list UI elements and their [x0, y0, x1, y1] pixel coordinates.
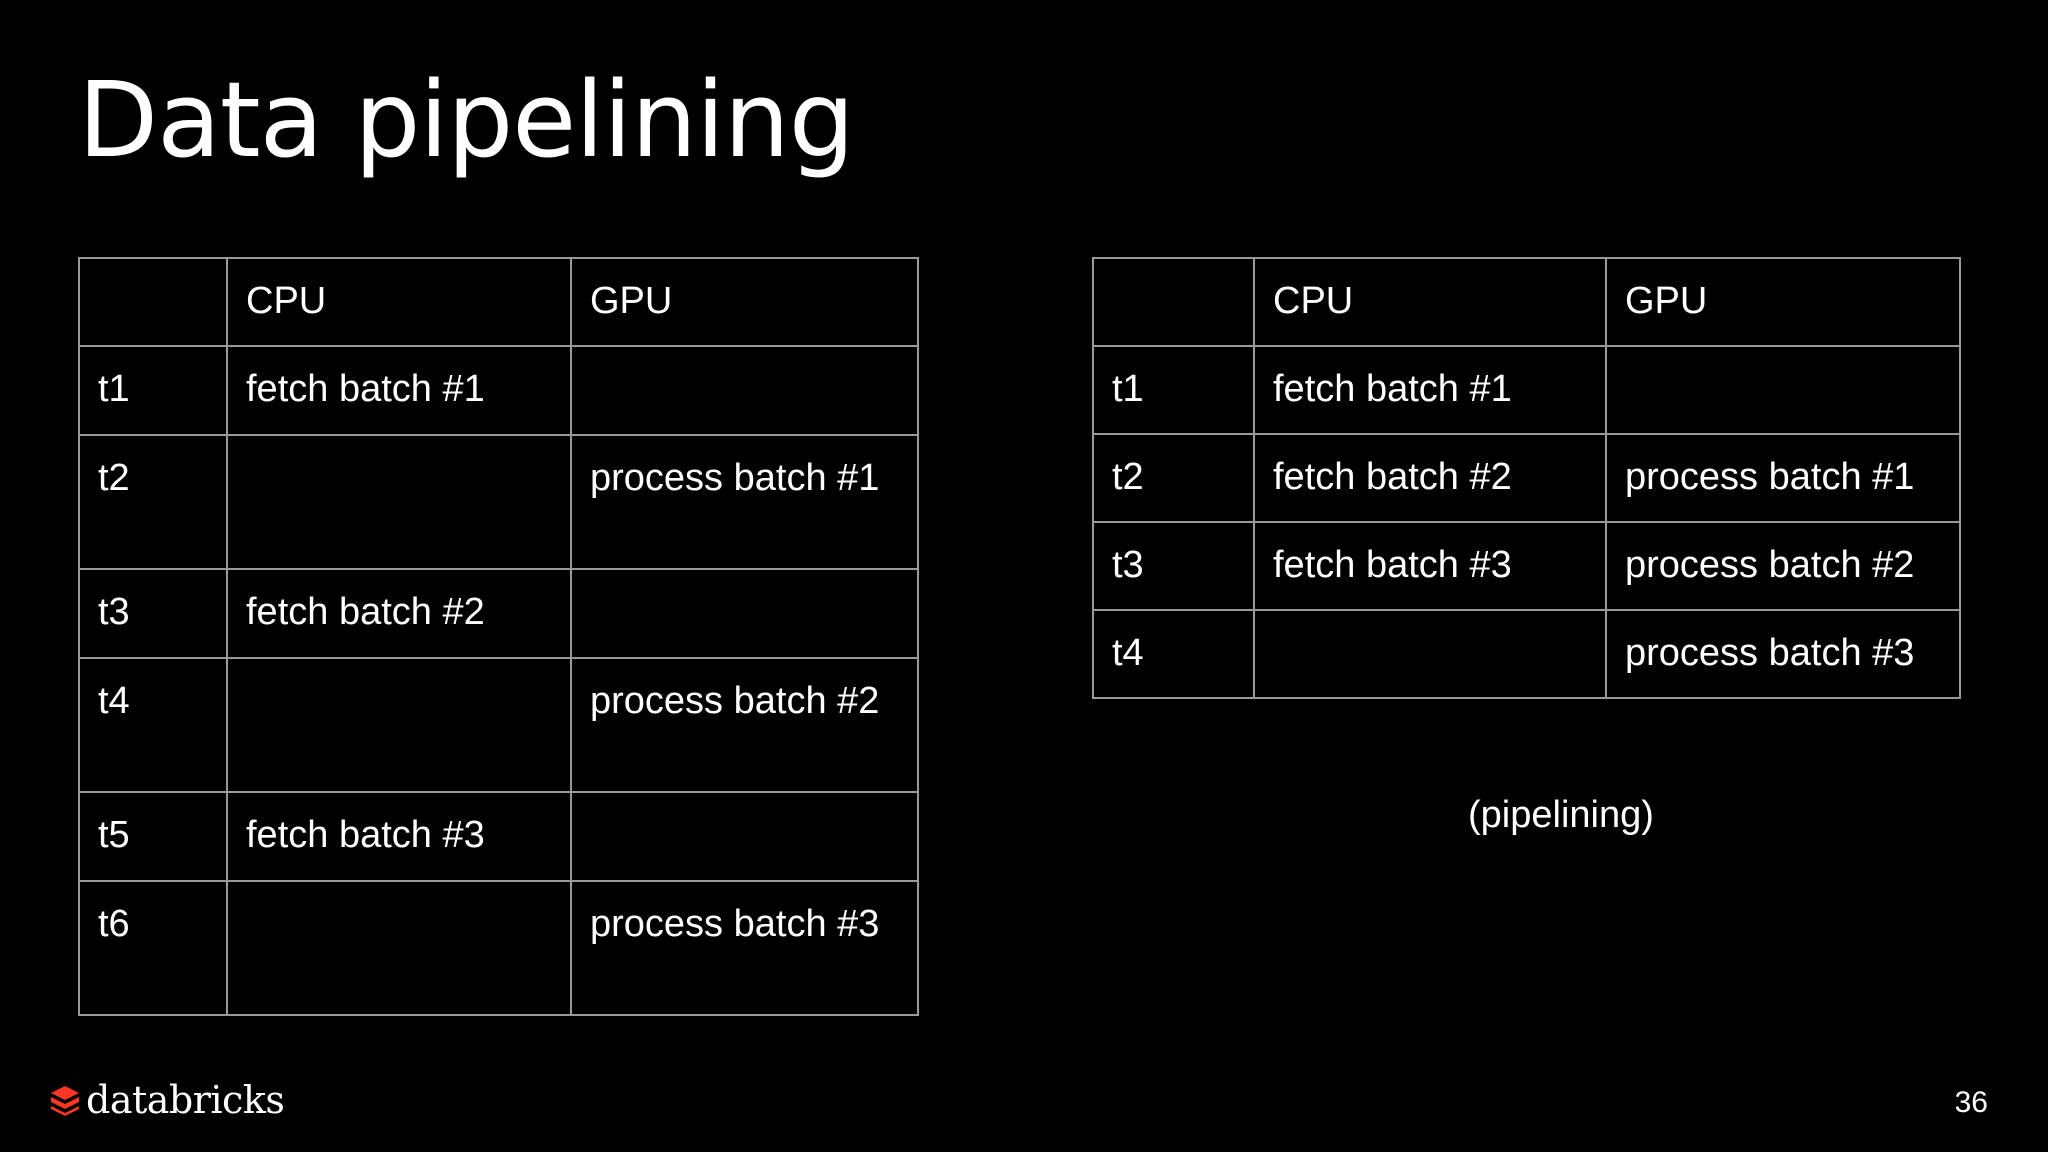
table-row: t2 process batch #1 — [78, 434, 919, 570]
databricks-mark-icon — [51, 1086, 79, 1116]
table-row: t1 fetch batch #1 — [78, 345, 919, 436]
time-cell: t4 — [1092, 609, 1255, 699]
gpu-cell — [570, 568, 919, 659]
time-cell: t2 — [1092, 433, 1255, 523]
slide-page-number: 36 — [1954, 1086, 1988, 1119]
pipelining-caption: (pipelining) — [1468, 794, 1654, 836]
gpu-cell: process batch #3 — [1605, 609, 1961, 699]
gpu-cell: process batch #2 — [570, 657, 919, 793]
table-header-row: CPU GPU — [78, 257, 919, 347]
table-row: t6 process batch #3 — [78, 880, 919, 1016]
cpu-cell — [226, 880, 572, 1016]
gpu-cell: process batch #2 — [1605, 521, 1961, 611]
time-cell: t2 — [78, 434, 228, 570]
databricks-logo: databricks — [48, 1078, 285, 1122]
time-cell: t1 — [78, 345, 228, 436]
cpu-cell: fetch batch #1 — [1253, 345, 1607, 435]
time-cell: t4 — [78, 657, 228, 793]
gpu-cell — [570, 345, 919, 436]
cpu-cell — [226, 657, 572, 793]
sequential-schedule-table: CPU GPU t1 fetch batch #1 t2 process bat… — [78, 257, 919, 1016]
table-row: t3 fetch batch #3 process batch #2 — [1092, 521, 1961, 611]
slide-title: Data pipelining — [78, 59, 855, 181]
table-row: t3 fetch batch #2 — [78, 568, 919, 659]
header-cell-cpu: CPU — [226, 257, 572, 347]
gpu-cell: process batch #1 — [570, 434, 919, 570]
table-row: t4 process batch #3 — [1092, 609, 1961, 699]
table-row: t5 fetch batch #3 — [78, 791, 919, 882]
gpu-cell: process batch #1 — [1605, 433, 1961, 523]
cpu-cell — [226, 434, 572, 570]
header-cell-gpu: GPU — [570, 257, 919, 347]
header-cell — [1092, 257, 1255, 347]
table-row: t2 fetch batch #2 process batch #1 — [1092, 433, 1961, 523]
gpu-cell — [1605, 345, 1961, 435]
time-cell: t6 — [78, 880, 228, 1016]
cpu-cell: fetch batch #3 — [226, 791, 572, 882]
time-cell: t1 — [1092, 345, 1255, 435]
cpu-cell: fetch batch #1 — [226, 345, 572, 436]
table-header-row: CPU GPU — [1092, 257, 1961, 347]
brand-wordmark: databricks — [86, 1078, 285, 1122]
time-cell: t3 — [1092, 521, 1255, 611]
table-row: t1 fetch batch #1 — [1092, 345, 1961, 435]
cpu-cell: fetch batch #2 — [1253, 433, 1607, 523]
cpu-cell: fetch batch #3 — [1253, 521, 1607, 611]
gpu-cell: process batch #3 — [570, 880, 919, 1016]
header-cell-cpu: CPU — [1253, 257, 1607, 347]
cpu-cell — [1253, 609, 1607, 699]
header-cell — [78, 257, 228, 347]
cpu-cell: fetch batch #2 — [226, 568, 572, 659]
header-cell-gpu: GPU — [1605, 257, 1961, 347]
time-cell: t3 — [78, 568, 228, 659]
time-cell: t5 — [78, 791, 228, 882]
gpu-cell — [570, 791, 919, 882]
pipelined-schedule-table: CPU GPU t1 fetch batch #1 t2 fetch batch… — [1092, 257, 1961, 699]
table-row: t4 process batch #2 — [78, 657, 919, 793]
